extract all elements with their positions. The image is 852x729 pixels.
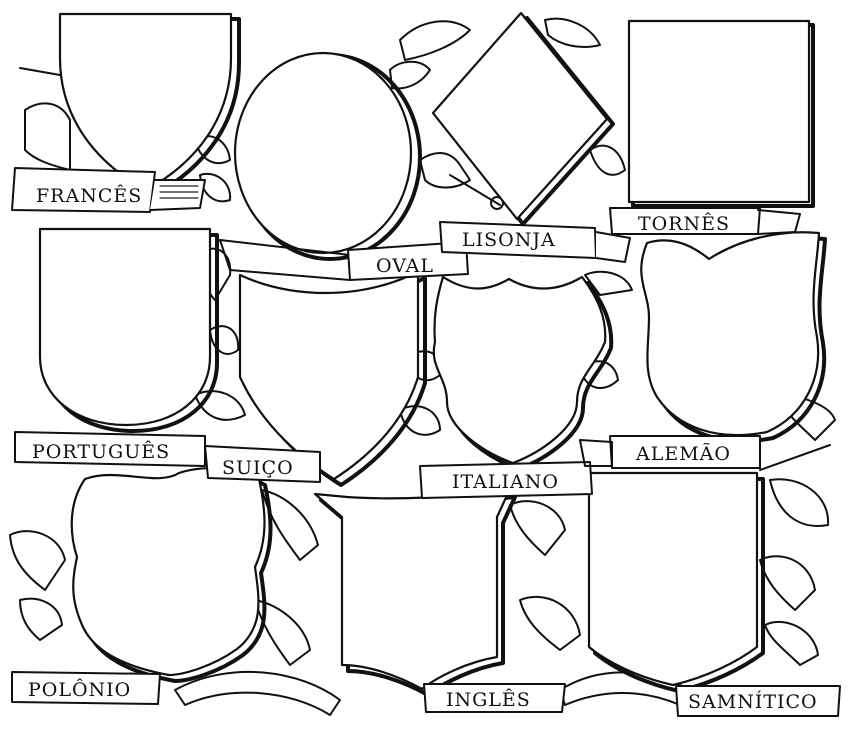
label-polonio: POLÔNIO xyxy=(28,678,131,701)
ribbon-samnitico: SAMNÍTICO xyxy=(676,686,840,716)
label-portugues: PORTUGUÊS xyxy=(32,440,170,463)
label-alemao: ALEMÃO xyxy=(635,443,731,465)
label-tornes: TORNÊS xyxy=(638,212,730,235)
label-italiano: ITALIANO xyxy=(452,471,559,493)
label-ingles: INGLÊS xyxy=(446,688,531,711)
label-samnitico: SAMNÍTICO xyxy=(688,690,818,713)
ribbon-alemao: ALEMÃO xyxy=(580,436,760,468)
ribbon-suico: SUIÇO xyxy=(205,446,320,482)
ribbon-frances: FRANCÊS xyxy=(12,168,205,212)
label-lisonja: LISONJA xyxy=(462,229,556,251)
ribbon-italiano: ITALIANO xyxy=(420,462,592,498)
label-oval: OVAL xyxy=(376,255,434,277)
shield-oval xyxy=(235,53,420,259)
ribbon-tornes: TORNÊS xyxy=(610,208,800,235)
shield-portugues xyxy=(40,229,217,431)
ribbon-polonio: POLÔNIO xyxy=(12,672,160,704)
label-frances: FRANCÊS xyxy=(36,184,142,207)
ribbon-ingles: INGLÊS xyxy=(424,684,565,712)
shield-ingles xyxy=(315,491,515,695)
shield-frances xyxy=(60,14,239,195)
shield-lisonja xyxy=(433,13,613,224)
shield-alemao xyxy=(641,232,825,441)
shield-polonio xyxy=(72,468,271,681)
label-suico: SUIÇO xyxy=(222,457,294,479)
ribbon-lisonja: LISONJA xyxy=(440,222,630,262)
shield-samnitico xyxy=(589,473,763,691)
ribbon-portugues: PORTUGUÊS xyxy=(15,432,205,466)
shield-tornes xyxy=(629,21,813,206)
